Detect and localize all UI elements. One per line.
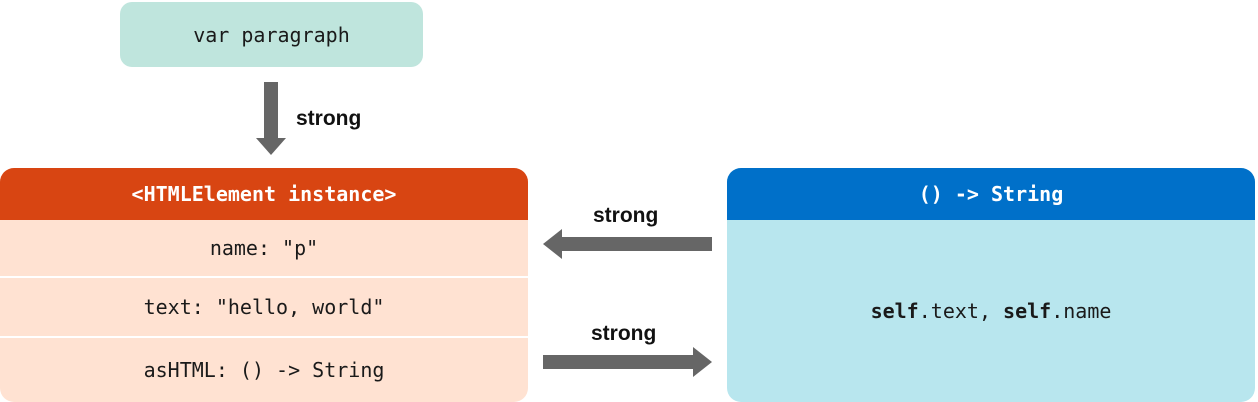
closure-capture-list: self.text, self.name: [727, 220, 1255, 402]
instance-property-name: name: "p": [209, 236, 319, 260]
instance-title: <HTMLElement instance>: [0, 168, 528, 220]
arrow-label-instance-to-closure: strong: [591, 322, 657, 345]
closure-node: () -> String self.text, self.name: [727, 168, 1255, 402]
arrow-closure-to-instance: [543, 229, 712, 259]
instance-property-ashtml: asHTML: () -> String: [0, 336, 528, 402]
capture-member-text: .text,: [918, 299, 1004, 323]
htmlelement-instance-node: <HTMLElement instance> name: "p" text: "…: [0, 168, 528, 402]
variable-label: var paragraph: [193, 22, 350, 47]
arrow-label-closure-to-instance: strong: [593, 204, 659, 227]
closure-title: () -> String: [727, 168, 1255, 220]
instance-property-text: text: "hello, world": [0, 276, 528, 336]
capture-keyword-self: self: [1003, 299, 1052, 323]
arrow-var-to-instance: [256, 82, 286, 155]
capture-member-name: .name: [1051, 299, 1112, 323]
capture-keyword-self: self: [870, 299, 919, 323]
arrow-instance-to-closure: [543, 347, 712, 377]
arrow-label-var-to-instance: strong: [296, 107, 362, 130]
variable-paragraph-node: var paragraph: [120, 2, 423, 67]
